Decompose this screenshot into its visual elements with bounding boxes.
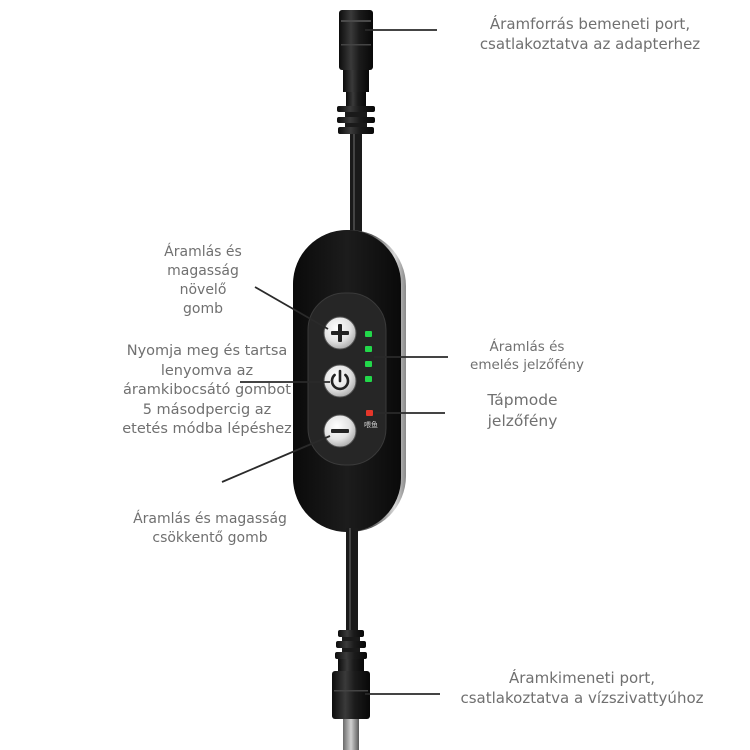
label-flow-indicator: Áramlás és emelés jelzőfény [470, 339, 584, 374]
leader-lines [221, 29, 448, 695]
input-connector [337, 10, 375, 134]
power-icon [330, 369, 350, 391]
label-increase-button: Áramlás és magasság növelő gomb [164, 244, 242, 317]
label-mode-indicator: Tápmode jelzőfény [487, 391, 558, 430]
power-button[interactable] [323, 364, 357, 398]
output-cable [346, 528, 358, 632]
mode-indicator-led [366, 410, 373, 416]
output-pin [343, 719, 359, 750]
output-connector [332, 630, 370, 750]
flow-led [365, 376, 372, 382]
flow-indicator-leds [365, 331, 372, 382]
input-cable [350, 134, 362, 238]
plus-icon [331, 324, 349, 342]
label-input-port: Áramforrás bemeneti port, csatlakoztatva… [479, 15, 701, 54]
leader-line-increase [254, 286, 329, 330]
flow-led [365, 346, 372, 352]
decrease-button[interactable] [323, 414, 357, 448]
flow-led [365, 331, 372, 337]
label-output-port: Áramkimeneti port, csatlakoztatva a vízs… [460, 669, 704, 708]
label-decrease-button: Áramlás és magasság csökkentő gomb [133, 511, 287, 546]
flow-led [365, 361, 372, 367]
increase-button[interactable] [323, 316, 357, 350]
mode-led-mark: 喂鱼 [364, 421, 378, 429]
leader-line-decrease [221, 435, 331, 483]
minus-icon [331, 429, 349, 433]
label-power-button: Nyomja meg és tartsa lenyomva az áramkib… [122, 343, 292, 438]
